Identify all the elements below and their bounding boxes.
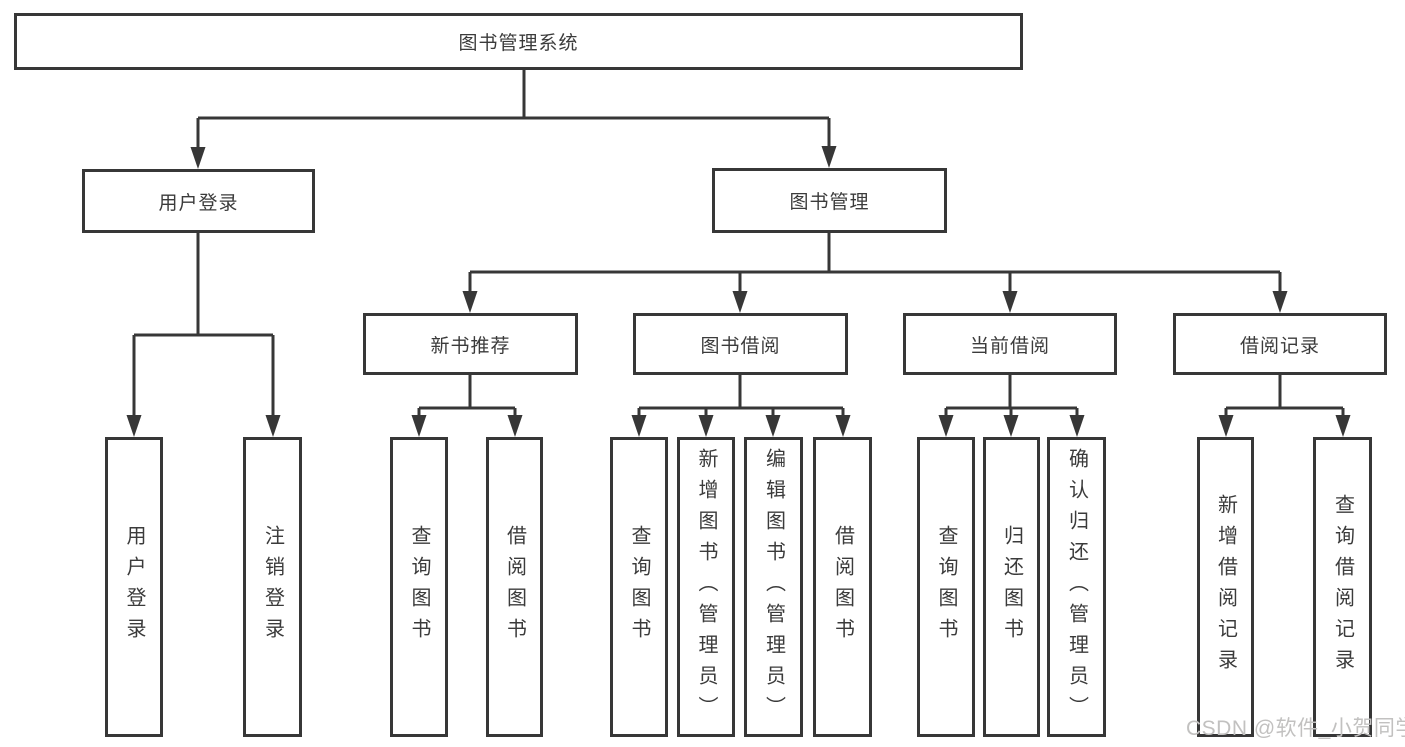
node-rec-query-books: 查询图书: [390, 437, 448, 737]
node-label: 新增借阅记录: [1214, 494, 1237, 680]
node-user-login: 用户登录: [82, 169, 315, 233]
node-logout: 注销登录: [243, 437, 302, 737]
arrowhead-icon: [1002, 291, 1018, 313]
arrowhead-icon: [1069, 415, 1085, 437]
arrowhead-icon: [821, 146, 837, 168]
arrowhead-icon: [1003, 415, 1019, 437]
node-label: 借阅图书: [503, 525, 526, 649]
arrowhead-icon: [265, 415, 281, 437]
node-login: 用户登录: [105, 437, 163, 737]
watermark: CSDN @软件_小贺同学: [1186, 717, 1405, 740]
node-book-mgmt: 图书管理: [712, 168, 947, 233]
node-label: 查询图书: [628, 525, 650, 649]
node-bb-query-books: 查询图书: [610, 437, 668, 737]
arrowhead-icon: [462, 291, 478, 313]
node-label: 用户登录: [158, 192, 239, 214]
node-label: 图书管理: [789, 192, 870, 213]
arrowhead-icon: [507, 415, 523, 437]
arrowhead-icon: [1218, 415, 1234, 437]
node-label: 用户登录: [123, 525, 145, 649]
node-current-borrow: 当前借阅: [903, 313, 1117, 375]
node-bb-edit-books: 编辑图书（管理员）: [744, 437, 803, 737]
node-label: 查询图书: [408, 525, 430, 649]
node-label: 新书推荐: [430, 335, 511, 357]
node-label: 注销登录: [261, 525, 284, 649]
node-br-query-record: 查询借阅记录: [1313, 437, 1372, 737]
arrowhead-icon: [698, 415, 714, 437]
arrowhead-icon: [411, 415, 427, 437]
arrowhead-icon: [190, 147, 206, 169]
node-label: 当前借阅: [969, 335, 1050, 357]
arrowhead-icon: [732, 291, 748, 313]
node-new-book-rec: 新书推荐: [363, 313, 578, 375]
arrowhead-icon: [765, 415, 781, 437]
arrowhead-icon: [835, 415, 851, 437]
node-cb-return-books: 归还图书: [983, 437, 1040, 737]
node-label: 编辑图书（管理员）: [762, 447, 785, 727]
arrowhead-icon: [1335, 415, 1351, 437]
node-cb-confirm-return: 确认归还（管理员）: [1047, 437, 1106, 737]
node-root: 图书管理系统: [14, 13, 1023, 70]
node-rec-borrow-books: 借阅图书: [486, 437, 543, 737]
node-label: 新增图书（管理员）: [695, 447, 717, 727]
node-book-borrow: 图书借阅: [633, 313, 848, 375]
node-bb-borrow-books: 借阅图书: [813, 437, 872, 737]
node-label: 借阅记录: [1239, 335, 1320, 357]
node-label: 归还图书: [1000, 525, 1023, 649]
arrowhead-icon: [126, 415, 142, 437]
node-label: 确认归还（管理员）: [1065, 447, 1088, 727]
node-borrow-records: 借阅记录: [1173, 313, 1387, 375]
node-label: 查询图书: [935, 525, 957, 649]
arrowhead-icon: [938, 415, 954, 437]
arrowhead-icon: [1272, 291, 1288, 313]
node-label: 借阅图书: [831, 525, 854, 649]
node-label: 图书借阅: [700, 335, 781, 357]
node-br-add-record: 新增借阅记录: [1197, 437, 1254, 737]
node-label: 查询借阅记录: [1331, 494, 1354, 680]
arrowhead-icon: [631, 415, 647, 437]
node-cb-query-books: 查询图书: [917, 437, 975, 737]
node-bb-add-books: 新增图书（管理员）: [677, 437, 735, 737]
node-label: 图书管理系统: [458, 33, 579, 54]
